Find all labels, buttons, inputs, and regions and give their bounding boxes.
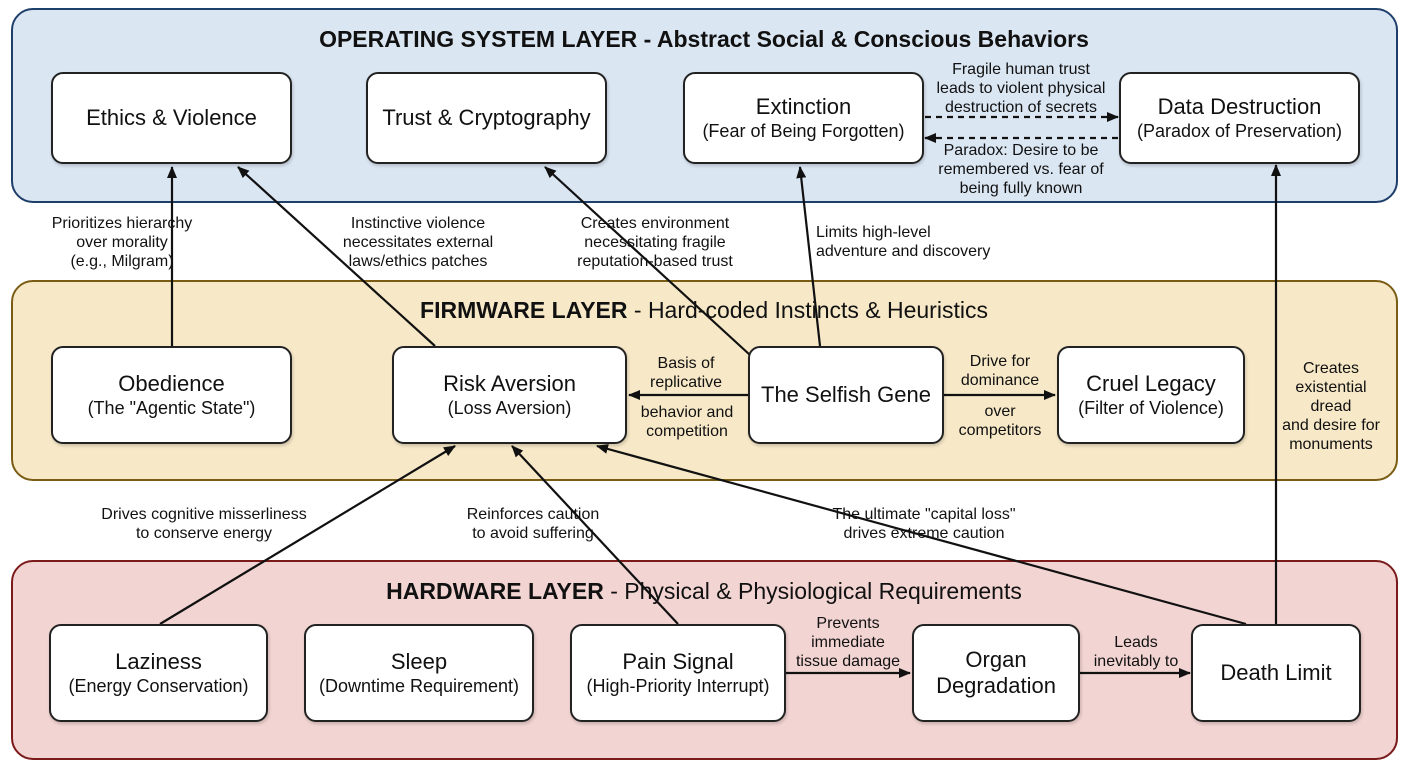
- node-title-line2: Degradation: [936, 673, 1056, 698]
- node-risk-aversion: Risk Aversion (Loss Aversion): [392, 346, 627, 444]
- node-cruel-legacy: Cruel Legacy (Filter of Violence): [1057, 346, 1245, 444]
- node-trust-cryptography: Trust & Cryptography: [366, 72, 607, 164]
- label-gene-to-risk-top: Basis of replicative: [649, 355, 723, 391]
- node-death-limit: Death Limit: [1191, 624, 1361, 722]
- node-title: Death Limit: [1220, 660, 1332, 685]
- node-subtitle: (Downtime Requirement): [318, 676, 520, 696]
- label-death-to-data: Creates existential dread and desire for…: [1282, 360, 1380, 453]
- node-laziness: Laziness (Energy Conservation): [49, 624, 268, 722]
- label-laziness-to-risk: Drives cognitive misserliness to conserv…: [101, 506, 307, 542]
- node-data-destruction: Data Destruction (Paradox of Preservatio…: [1119, 72, 1360, 164]
- hw-layer-title: HARDWARE LAYER - Physical & Physiologica…: [0, 578, 1408, 605]
- node-title: Cruel Legacy: [1086, 371, 1216, 396]
- arrow-gene-to-trust: [544, 166, 751, 356]
- node-extinction: Extinction (Fear of Being Forgotten): [683, 72, 924, 164]
- node-title: Organ: [965, 647, 1027, 672]
- hw-layer-title-rest: - Physical & Physiological Requirements: [603, 578, 1022, 604]
- node-title: Obedience: [118, 371, 225, 396]
- node-subtitle: (Fear of Being Forgotten): [702, 121, 905, 141]
- label-gene-to-legacy-bottom: over competitors: [958, 403, 1042, 439]
- node-title: Extinction: [755, 94, 852, 119]
- fw-layer-title-bold: FIRMWARE LAYER: [420, 297, 628, 323]
- node-title: Trust & Cryptography: [382, 105, 591, 130]
- os-layer-title-rest: - Abstract Social & Conscious Behaviors: [637, 26, 1089, 52]
- label-risk-to-ethics: Instinctive violence necessitates extern…: [342, 215, 494, 270]
- node-subtitle: (Paradox of Preservation): [1136, 121, 1343, 141]
- node-title: Data Destruction: [1157, 94, 1322, 119]
- node-subtitle: (Energy Conservation): [68, 676, 249, 696]
- os-layer-title: OPERATING SYSTEM LAYER - Abstract Social…: [0, 26, 1408, 53]
- arrow-laziness-to-risk: [159, 445, 456, 625]
- label-gene-to-legacy-top: Drive for dominance: [960, 353, 1040, 389]
- node-subtitle: (High-Priority Interrupt): [586, 676, 770, 696]
- hw-layer-title-bold: HARDWARE LAYER: [386, 578, 604, 604]
- label-pain-to-organ: Prevents immediate tissue damage: [795, 615, 901, 670]
- node-obedience: Obedience (The "Agentic State"): [51, 346, 292, 444]
- node-title: Risk Aversion: [443, 371, 576, 396]
- node-selfish-gene: The Selfish Gene: [748, 346, 944, 444]
- node-title: Ethics & Violence: [86, 105, 257, 130]
- label-organ-to-death: Leads inevitably to: [1093, 634, 1179, 670]
- label-gene-to-trust: Creates environment necessitating fragil…: [577, 215, 733, 270]
- label-gene-to-extinction: Limits high-level adventure and discover…: [816, 224, 991, 260]
- label-data-to-extinction: Paradox: Desire to be remembered vs. fea…: [938, 142, 1104, 197]
- label-extinction-to-data: Fragile human trust leads to violent phy…: [936, 61, 1106, 116]
- arrow-pain-to-risk: [511, 445, 679, 625]
- node-title: Laziness: [115, 649, 202, 674]
- node-title: The Selfish Gene: [761, 382, 931, 407]
- label-obedience-to-ethics: Prioritizes hierarchy over morality (e.g…: [51, 215, 193, 270]
- arrow-risk-to-ethics: [237, 166, 436, 347]
- fw-layer-title: FIRMWARE LAYER - Hard-coded Instincts & …: [0, 297, 1408, 324]
- node-subtitle: (The "Agentic State"): [87, 398, 256, 418]
- node-title: Pain Signal: [622, 649, 734, 674]
- node-pain-signal: Pain Signal (High-Priority Interrupt): [570, 624, 786, 722]
- node-title: Sleep: [390, 649, 448, 674]
- label-death-to-risk: The ultimate "capital loss" drives extre…: [832, 506, 1016, 542]
- label-gene-to-risk-bottom: behavior and competition: [640, 404, 734, 440]
- os-layer-title-bold: OPERATING SYSTEM LAYER: [319, 26, 638, 52]
- label-pain-to-risk: Reinforces caution to avoid suffering: [466, 506, 600, 542]
- node-ethics-violence: Ethics & Violence: [51, 72, 292, 164]
- node-subtitle: (Loss Aversion): [447, 398, 572, 418]
- node-organ-degradation: Organ Degradation: [912, 624, 1080, 722]
- arrow-death-to-risk: [596, 444, 1247, 626]
- arrow-gene-to-extinction: [796, 166, 822, 347]
- node-subtitle: (Filter of Violence): [1078, 398, 1224, 418]
- node-sleep: Sleep (Downtime Requirement): [304, 624, 534, 722]
